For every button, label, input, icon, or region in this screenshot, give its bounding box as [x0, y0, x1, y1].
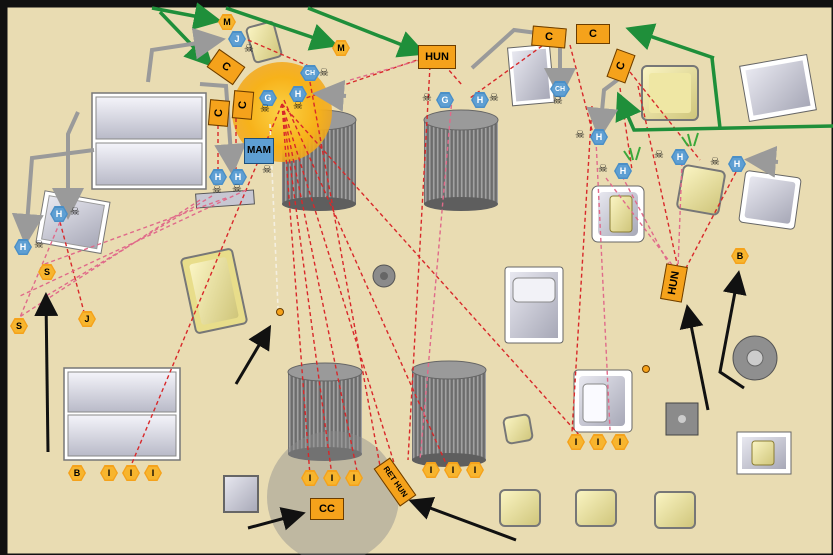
crate-right [676, 164, 726, 216]
building-large-left [91, 92, 207, 190]
building-tiny-bottom [223, 475, 259, 513]
skull-icon: ☠ [553, 95, 563, 107]
unit-j-bottom[interactable]: J [78, 311, 96, 327]
unit-h[interactable]: H [590, 129, 608, 145]
grass-tuft-icon [623, 132, 699, 161]
silo-bottom-right [411, 360, 487, 467]
unit-ch-2[interactable]: CH [550, 81, 570, 97]
unit-i[interactable]: I [567, 434, 585, 450]
skull-icon: ☠ [244, 43, 254, 55]
building-right-mid [738, 170, 802, 230]
unit-b-right[interactable]: B [731, 248, 749, 264]
unit-ch-1[interactable]: CH [300, 65, 320, 81]
unit-c-3[interactable]: C [231, 90, 255, 120]
unit-mam[interactable]: MAM [244, 138, 274, 164]
unit-i[interactable]: I [466, 462, 484, 478]
unit-i[interactable]: I [301, 470, 319, 486]
unit-i[interactable]: I [444, 462, 462, 478]
crate-small-mid [502, 413, 534, 445]
unit-h[interactable]: H [614, 163, 632, 179]
green-arrows [151, 2, 833, 132]
building-yellow-roof-right [591, 185, 645, 243]
skull-icon: ☠ [710, 156, 720, 168]
unit-i[interactable]: I [422, 462, 440, 478]
unit-h[interactable]: H [14, 239, 32, 255]
unit-h[interactable]: H [50, 206, 68, 222]
building-small-right [573, 369, 633, 433]
unit-s-1[interactable]: S [38, 264, 56, 280]
unit-i[interactable]: I [323, 470, 341, 486]
unit-i[interactable]: I [589, 434, 607, 450]
unit-i[interactable]: I [122, 465, 140, 481]
unit-i[interactable]: I [144, 465, 162, 481]
black-arrows [34, 270, 747, 542]
building-bottom-right [736, 431, 792, 475]
unit-hun-top[interactable]: HUN [418, 45, 456, 69]
skull-icon: ☠ [319, 67, 329, 79]
building-top-mid [507, 43, 555, 107]
building-center-right [504, 266, 564, 344]
skull-icon: ☠ [70, 206, 80, 218]
unit-cc[interactable]: CC [310, 498, 344, 520]
building-top-right [739, 53, 817, 123]
unit-b-left[interactable]: B [68, 465, 86, 481]
unit-i[interactable]: I [345, 470, 363, 486]
unit-h[interactable]: H [229, 169, 247, 185]
skull-icon: ☠ [489, 92, 499, 104]
skull-icon: ☠ [232, 183, 242, 195]
unit-i[interactable]: I [100, 465, 118, 481]
tiny-marker-right [642, 365, 650, 373]
unit-g-2[interactable]: G [436, 92, 454, 108]
unit-h[interactable]: H [671, 149, 689, 165]
skull-icon: ☠ [262, 164, 272, 176]
skull-icon: ☠ [654, 149, 664, 161]
unit-s-2[interactable]: S [10, 318, 28, 334]
unit-h[interactable]: H [728, 156, 746, 172]
crate-bottom-1 [499, 489, 541, 527]
unit-c-5[interactable]: C [576, 24, 610, 44]
crate-top-left [245, 20, 283, 64]
unit-g-1[interactable]: G [259, 90, 277, 106]
crate-bottom-3 [654, 491, 696, 529]
unit-h[interactable]: H [471, 92, 489, 108]
unit-j-top[interactable]: J [228, 31, 246, 47]
unit-m-1[interactable]: M [218, 14, 236, 30]
unit-m-2[interactable]: M [332, 40, 350, 56]
unit-i[interactable]: I [611, 434, 629, 450]
silo-bottom-left [287, 362, 363, 461]
skull-icon: ☠ [293, 100, 303, 112]
skull-icon: ☠ [422, 92, 432, 104]
skull-icon: ☠ [575, 129, 585, 141]
crate-top-right [641, 65, 699, 121]
unit-c-4[interactable]: C [531, 25, 567, 49]
skull-icon: ☠ [34, 239, 44, 251]
skull-icon: ☠ [212, 184, 222, 196]
unit-h[interactable]: H [289, 86, 307, 102]
tiny-marker-center [276, 308, 284, 316]
unit-c-2[interactable]: C [207, 99, 231, 127]
crate-left-tall [180, 248, 248, 334]
silo-top-right [423, 109, 499, 211]
crate-bottom-2 [575, 489, 617, 527]
skull-icon: ☠ [260, 103, 270, 115]
building-bottom-left [63, 367, 181, 461]
skull-icon: ☠ [598, 163, 608, 175]
unit-h[interactable]: H [209, 169, 227, 185]
